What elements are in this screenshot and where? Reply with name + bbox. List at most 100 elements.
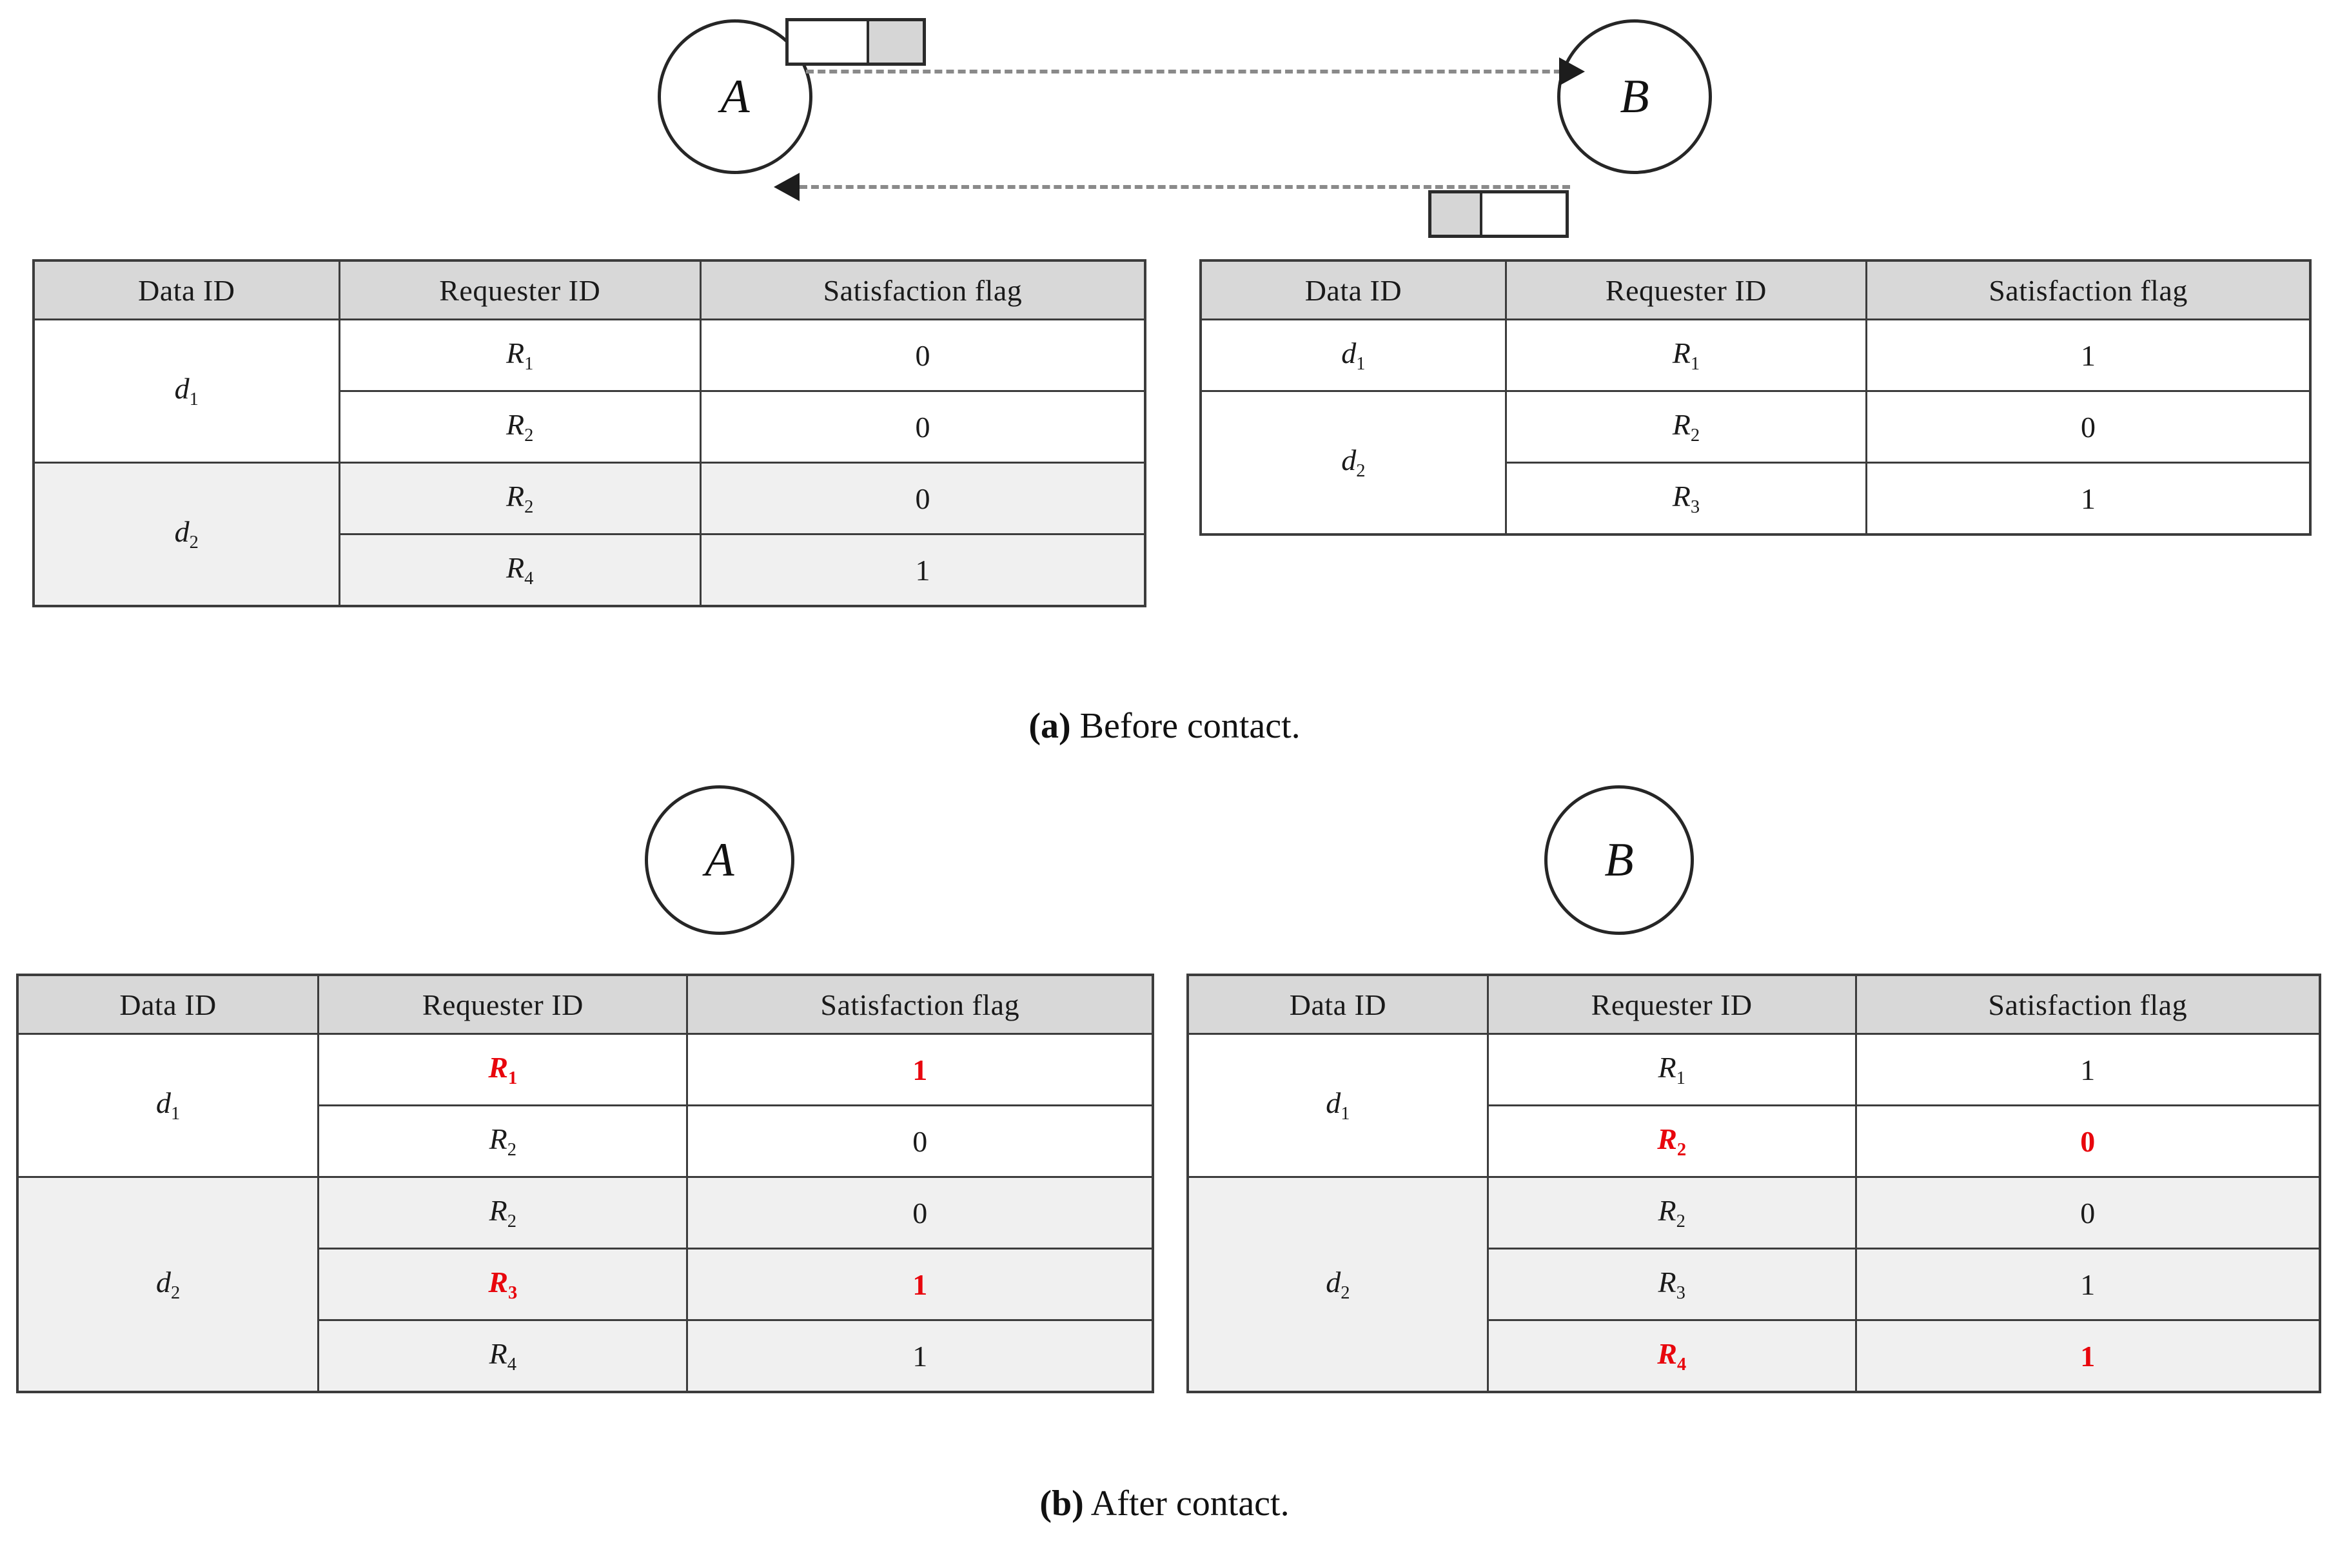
packet-segment-right — [869, 21, 923, 63]
column-header-data-id: Data ID — [1186, 974, 1489, 1035]
cell-requester-id: R4 — [317, 1319, 689, 1393]
table-row: d2 R2 0 — [16, 1176, 1154, 1393]
table-row: R2 0 — [17, 1104, 1154, 1178]
table-row: R3 1 — [1201, 462, 2312, 536]
column-header-satisfaction-flag: Satisfaction flag — [1865, 259, 2312, 320]
cell-satisfaction-flag: 0 — [699, 462, 1146, 535]
cell-requester-id: R2 — [338, 390, 702, 464]
table-row: d1 R1 1 — [1199, 318, 2312, 392]
cell-requester-id: R2 — [1486, 1176, 1857, 1250]
cell-data-id: d1 — [1186, 1033, 1489, 1178]
table-row: d2 R2 0 — [32, 462, 1146, 607]
arrow-head-a-to-b — [1559, 57, 1585, 86]
cell-data-id: d2 — [32, 462, 340, 607]
cell-satisfaction-flag: 1 — [686, 1319, 1154, 1393]
caption-panel-a: (a) Before contact. — [0, 705, 2329, 747]
table-header-row: Data ID Requester ID Satisfaction flag — [32, 259, 1146, 320]
cell-data-id: d1 — [16, 1033, 320, 1178]
cell-satisfaction-flag: 0 — [1865, 390, 2312, 464]
cell-satisfaction-flag: 1 — [1854, 1033, 2321, 1106]
cell-data-id: d1 — [1199, 318, 1507, 392]
packet-icon-b-to-a — [1428, 190, 1569, 238]
arrow-line-b-to-a — [800, 185, 1570, 189]
table-row: R3 1 — [17, 1248, 1154, 1321]
table-row: d2 R2 0 — [1199, 390, 2312, 536]
node-label: B — [1604, 834, 1634, 887]
cell-requester-id: R1 — [338, 318, 702, 392]
table-row: d2 R2 0 — [1186, 1176, 2321, 1393]
node-a-after: A — [645, 785, 794, 935]
column-header-satisfaction-flag: Satisfaction flag — [699, 259, 1146, 320]
cell-requester-id: R3 — [317, 1248, 689, 1321]
table-row: R3 1 — [1188, 1248, 2321, 1321]
column-header-requester-id: Requester ID — [317, 974, 689, 1035]
node-label: A — [720, 70, 750, 123]
column-header-requester-id: Requester ID — [338, 259, 702, 320]
packet-segment-left — [789, 21, 869, 63]
packet-segment-left — [1431, 193, 1483, 235]
arrow-line-a-to-b — [806, 70, 1573, 74]
cell-satisfaction-flag: 0 — [699, 318, 1146, 392]
cell-data-id: d2 — [16, 1176, 320, 1393]
node-label: A — [705, 834, 734, 887]
column-header-satisfaction-flag: Satisfaction flag — [1854, 974, 2321, 1035]
cell-requester-id: R1 — [317, 1033, 689, 1106]
caption-text: After contact. — [1083, 1484, 1290, 1524]
node-b-after: B — [1544, 785, 1694, 935]
table-header-row: Data ID Requester ID Satisfaction flag — [1186, 974, 2321, 1035]
packet-icon-a-to-b — [785, 18, 926, 66]
table-header-row: Data ID Requester ID Satisfaction flag — [16, 974, 1154, 1035]
cell-requester-id: R3 — [1504, 462, 1868, 536]
column-header-satisfaction-flag: Satisfaction flag — [686, 974, 1154, 1035]
cell-requester-id: R1 — [1504, 318, 1868, 392]
cell-requester-id: R2 — [317, 1104, 689, 1178]
cell-requester-id: R4 — [338, 533, 702, 607]
cell-satisfaction-flag: 0 — [686, 1176, 1154, 1250]
column-header-data-id: Data ID — [32, 259, 340, 320]
table-a-after: Data ID Requester ID Satisfaction flag d… — [16, 974, 1154, 1393]
cell-requester-id: R1 — [1486, 1033, 1857, 1106]
cell-satisfaction-flag: 1 — [686, 1033, 1154, 1106]
cell-satisfaction-flag: 0 — [686, 1104, 1154, 1178]
cell-data-id: d1 — [32, 318, 340, 464]
column-header-data-id: Data ID — [1199, 259, 1507, 320]
caption-text: Before contact. — [1070, 706, 1301, 746]
node-b-before: B — [1557, 19, 1712, 174]
caption-label: (b) — [1039, 1484, 1084, 1524]
cell-data-id: d2 — [1186, 1176, 1489, 1393]
table-row: R2 0 — [34, 390, 1146, 464]
cell-satisfaction-flag: 0 — [1854, 1104, 2321, 1178]
arrow-head-b-to-a — [774, 173, 800, 201]
column-header-requester-id: Requester ID — [1504, 259, 1868, 320]
cell-satisfaction-flag: 1 — [686, 1248, 1154, 1321]
caption-label: (a) — [1028, 706, 1071, 746]
cell-satisfaction-flag: 1 — [1865, 318, 2312, 392]
table-row: R4 1 — [34, 533, 1146, 607]
cell-requester-id: R2 — [338, 462, 702, 535]
cell-satisfaction-flag: 0 — [1854, 1176, 2321, 1250]
table-row: R4 1 — [1188, 1319, 2321, 1393]
table-header-row: Data ID Requester ID Satisfaction flag — [1199, 259, 2312, 320]
table-row: d1 R1 1 — [1186, 1033, 2321, 1178]
table-row: d1 R1 0 — [32, 318, 1146, 464]
cell-requester-id: R4 — [1486, 1319, 1857, 1393]
node-label: B — [1620, 70, 1649, 123]
cell-satisfaction-flag: 1 — [1854, 1319, 2321, 1393]
table-b-after: Data ID Requester ID Satisfaction flag d… — [1186, 974, 2321, 1393]
cell-satisfaction-flag: 1 — [1854, 1248, 2321, 1321]
column-header-data-id: Data ID — [16, 974, 320, 1035]
caption-panel-b: (b) After contact. — [0, 1483, 2329, 1524]
packet-segment-right — [1482, 193, 1566, 235]
cell-requester-id: R2 — [1486, 1104, 1857, 1178]
table-a-before: Data ID Requester ID Satisfaction flag d… — [32, 259, 1146, 607]
cell-data-id: d2 — [1199, 390, 1507, 536]
table-row: R2 0 — [1188, 1104, 2321, 1178]
cell-satisfaction-flag: 1 — [1865, 462, 2312, 536]
cell-requester-id: R2 — [317, 1176, 689, 1250]
cell-satisfaction-flag: 1 — [699, 533, 1146, 607]
table-row: R4 1 — [17, 1319, 1154, 1393]
cell-satisfaction-flag: 0 — [699, 390, 1146, 464]
cell-requester-id: R3 — [1486, 1248, 1857, 1321]
table-b-before: Data ID Requester ID Satisfaction flag d… — [1199, 259, 2312, 536]
table-row: d1 R1 1 — [16, 1033, 1154, 1178]
